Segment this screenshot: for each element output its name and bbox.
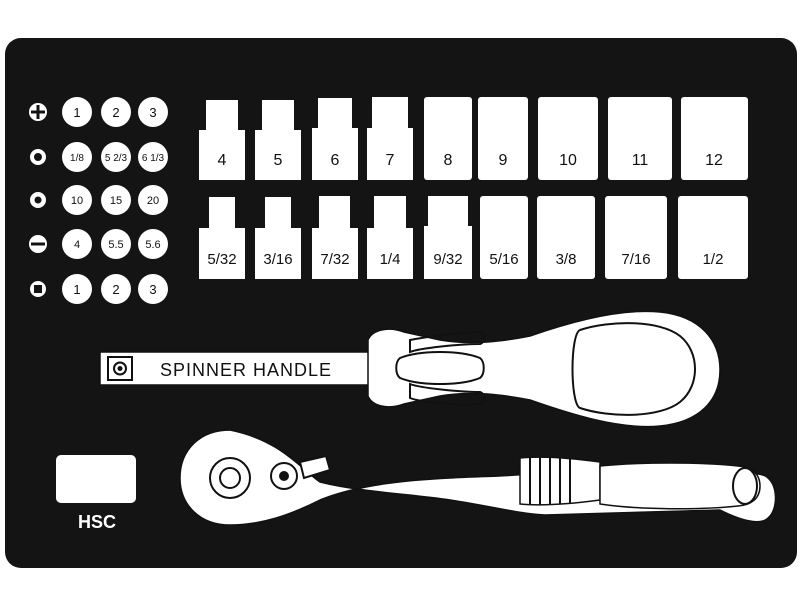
socket: 6	[312, 98, 358, 180]
spinner-shaft	[99, 351, 373, 386]
adapter-label: HSC	[78, 512, 116, 532]
bit-circle: 2	[101, 97, 131, 127]
socket-label: 10	[559, 152, 577, 169]
bit-circle: 5 2/3	[101, 142, 131, 172]
bit-circle: 15	[101, 185, 131, 215]
grip-groove	[395, 351, 485, 385]
bit-circle: 2	[101, 274, 131, 304]
bit-label: 1/8	[70, 153, 84, 164]
socket: 1/4	[367, 196, 413, 279]
socket: 5/16	[480, 196, 528, 279]
torx-icon	[30, 192, 46, 208]
bit-label: 15	[110, 195, 122, 207]
bit-label: 10	[71, 195, 83, 207]
bit-label: 1	[73, 105, 80, 120]
sae-socket-row: 5/32 3/16 7/32 1/4 9/32 5/16 3/8 7/16	[199, 196, 748, 279]
socket: 7	[367, 97, 413, 180]
socket-label: 5/32	[207, 251, 236, 268]
socket-label: 7	[386, 152, 395, 169]
bit-circle: 1	[62, 274, 92, 304]
ratchet-drive	[219, 467, 241, 489]
bit-label: 6 1/3	[142, 153, 165, 164]
spinner-handle: SPINNER HANDLE	[99, 310, 721, 428]
socket-label: 12	[705, 152, 723, 169]
bit-circle: 20	[138, 185, 168, 215]
socket: 3/16	[255, 197, 301, 279]
socket-label: 3/16	[263, 251, 292, 268]
grip-groove	[409, 382, 486, 406]
socket-label: 3/8	[556, 251, 577, 268]
socket-label: 6	[331, 152, 340, 169]
selector-pin	[279, 471, 289, 481]
socket-label: 8	[444, 152, 453, 169]
hex-icon	[30, 149, 46, 165]
grip-ridges	[529, 457, 571, 505]
socket-label: 1/2	[703, 251, 724, 268]
socket: 5	[255, 100, 301, 180]
socket-label: 9	[499, 152, 508, 169]
bit-label: 2	[112, 105, 119, 120]
bit-label: 2	[112, 282, 119, 297]
socket: 5/32	[199, 197, 245, 279]
socket-label: 5/16	[489, 251, 518, 268]
socket-label: 7/16	[621, 251, 650, 268]
bit-label: 3	[149, 105, 156, 120]
socket: 7/32	[312, 196, 358, 279]
bit-label: 5 2/3	[105, 153, 128, 164]
socket-label: 9/32	[433, 251, 462, 268]
socket-label: 7/32	[320, 251, 349, 268]
bit-label: 1	[73, 282, 80, 297]
slotted-icon	[29, 235, 47, 253]
socket: 12	[681, 97, 748, 180]
square-icon	[30, 281, 46, 297]
ratchet	[179, 429, 777, 526]
bit-label: 5.6	[145, 239, 160, 251]
bit-label: 5.5	[108, 239, 123, 251]
bit-circle: 6 1/3	[138, 142, 168, 172]
drive-detent	[113, 361, 127, 376]
socket-label: 1/4	[380, 251, 401, 268]
grip-groove	[409, 330, 486, 354]
bit-circle: 1	[62, 97, 92, 127]
socket: 8	[424, 97, 472, 180]
socket: 11	[608, 97, 672, 180]
socket: 9/32	[424, 196, 472, 279]
bit-grid: 1 2 3 1/8 5 2/3 6 1/3 10 15	[29, 97, 168, 304]
socket: 7/16	[605, 196, 667, 279]
bit-circle: 3	[138, 274, 168, 304]
socket-label: 4	[218, 152, 227, 169]
bit-label: 3	[149, 282, 156, 297]
grip-groove	[571, 322, 696, 416]
socket: 4	[199, 100, 245, 180]
bit-circle: 5.5	[101, 229, 131, 259]
selector-tab	[298, 454, 332, 480]
bit-circle: 10	[62, 185, 92, 215]
socket: 1/2	[678, 196, 748, 279]
bit-circle: 4	[62, 229, 92, 259]
metric-socket-row: 4 5 6 7 8 9 10 11	[199, 97, 748, 180]
adapter: HSC	[56, 455, 136, 532]
handle-end-cap	[732, 467, 758, 505]
socket: 10	[538, 97, 598, 180]
bit-circle: 5.6	[138, 229, 168, 259]
bit-circle: 3	[138, 97, 168, 127]
bit-circle: 1/8	[62, 142, 92, 172]
socket: 3/8	[537, 196, 595, 279]
phillips-icon	[29, 103, 47, 121]
bit-label: 4	[74, 239, 80, 251]
spinner-label: SPINNER HANDLE	[160, 360, 332, 380]
bit-label: 20	[147, 195, 159, 207]
adapter-body	[56, 455, 136, 503]
socket: 9	[478, 97, 528, 180]
socket-label: 5	[274, 152, 283, 169]
ratchet-handle	[599, 462, 761, 510]
socket-label: 11	[632, 152, 649, 169]
